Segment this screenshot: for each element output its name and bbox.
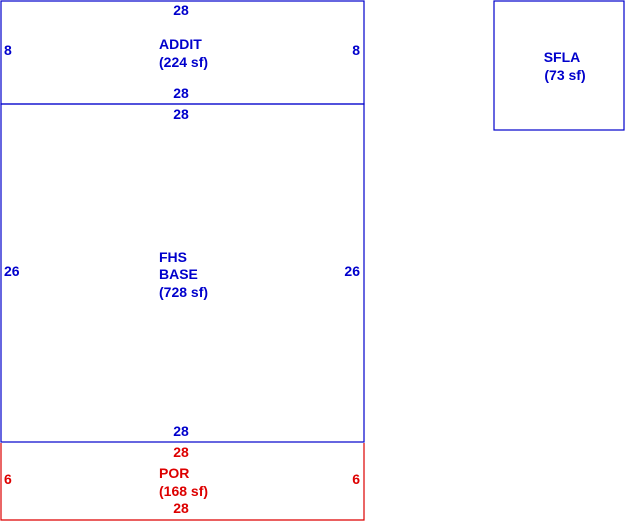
base-dim-left: 26 bbox=[4, 263, 20, 279]
por-outline bbox=[0, 443, 365, 521]
base-outline bbox=[0, 103, 365, 443]
area-sfla: SFLA (73 sf) bbox=[493, 0, 625, 131]
addit-name: ADDIT bbox=[159, 36, 202, 52]
area-por: 28 6 6 POR (168 sf) 28 bbox=[0, 443, 365, 521]
sfla-outline bbox=[493, 0, 625, 131]
base-name-line-1: FHS bbox=[159, 249, 187, 265]
area-base: 28 26 26 FHS BASE (728 sf) 28 bbox=[0, 103, 365, 443]
base-name-line-2: BASE bbox=[159, 266, 198, 282]
addit-dim-right: 8 bbox=[352, 42, 360, 58]
addit-area: (224 sf) bbox=[159, 54, 208, 70]
addit-dim-top: 28 bbox=[173, 2, 189, 18]
por-dim-left: 6 bbox=[4, 471, 12, 487]
base-dim-right: 26 bbox=[344, 263, 360, 279]
por-dim-right: 6 bbox=[352, 471, 360, 487]
sfla-name: SFLA bbox=[544, 49, 581, 65]
base-dim-top: 28 bbox=[173, 106, 189, 122]
por-area: (168 sf) bbox=[159, 483, 208, 499]
area-addit: 28 8 8 ADDIT (224 sf) 28 bbox=[0, 0, 365, 105]
sfla-area: (73 sf) bbox=[544, 67, 585, 83]
por-dim-top: 28 bbox=[173, 444, 189, 460]
por-name: POR bbox=[159, 465, 189, 481]
base-dim-bottom: 28 bbox=[173, 423, 189, 439]
addit-dim-left: 8 bbox=[4, 42, 12, 58]
base-area: (728 sf) bbox=[159, 284, 208, 300]
por-dim-bottom: 28 bbox=[173, 500, 189, 516]
addit-dim-bottom: 28 bbox=[173, 85, 189, 101]
